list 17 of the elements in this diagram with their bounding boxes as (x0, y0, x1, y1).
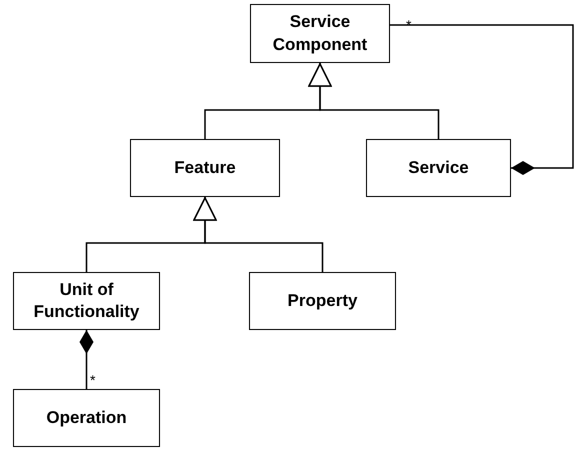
class-box (130, 139, 280, 197)
composition-line (390, 24, 574, 175)
class-name: Unit of Functionality (32, 278, 140, 323)
class-box (13, 389, 160, 447)
generalization-arrow (308, 63, 440, 139)
class-box (250, 4, 390, 63)
class-name: Operation (46, 406, 127, 429)
class-name: Service Component (272, 11, 368, 56)
class-name: Feature (174, 156, 236, 179)
class-name: Property (288, 290, 358, 312)
multiplicity-label: * (90, 372, 96, 388)
class-box (13, 272, 160, 330)
generalization-arrow (193, 197, 324, 272)
class-box (249, 272, 396, 330)
composition-line (80, 330, 94, 389)
class-box (366, 139, 511, 197)
class-name: Service (408, 156, 469, 179)
